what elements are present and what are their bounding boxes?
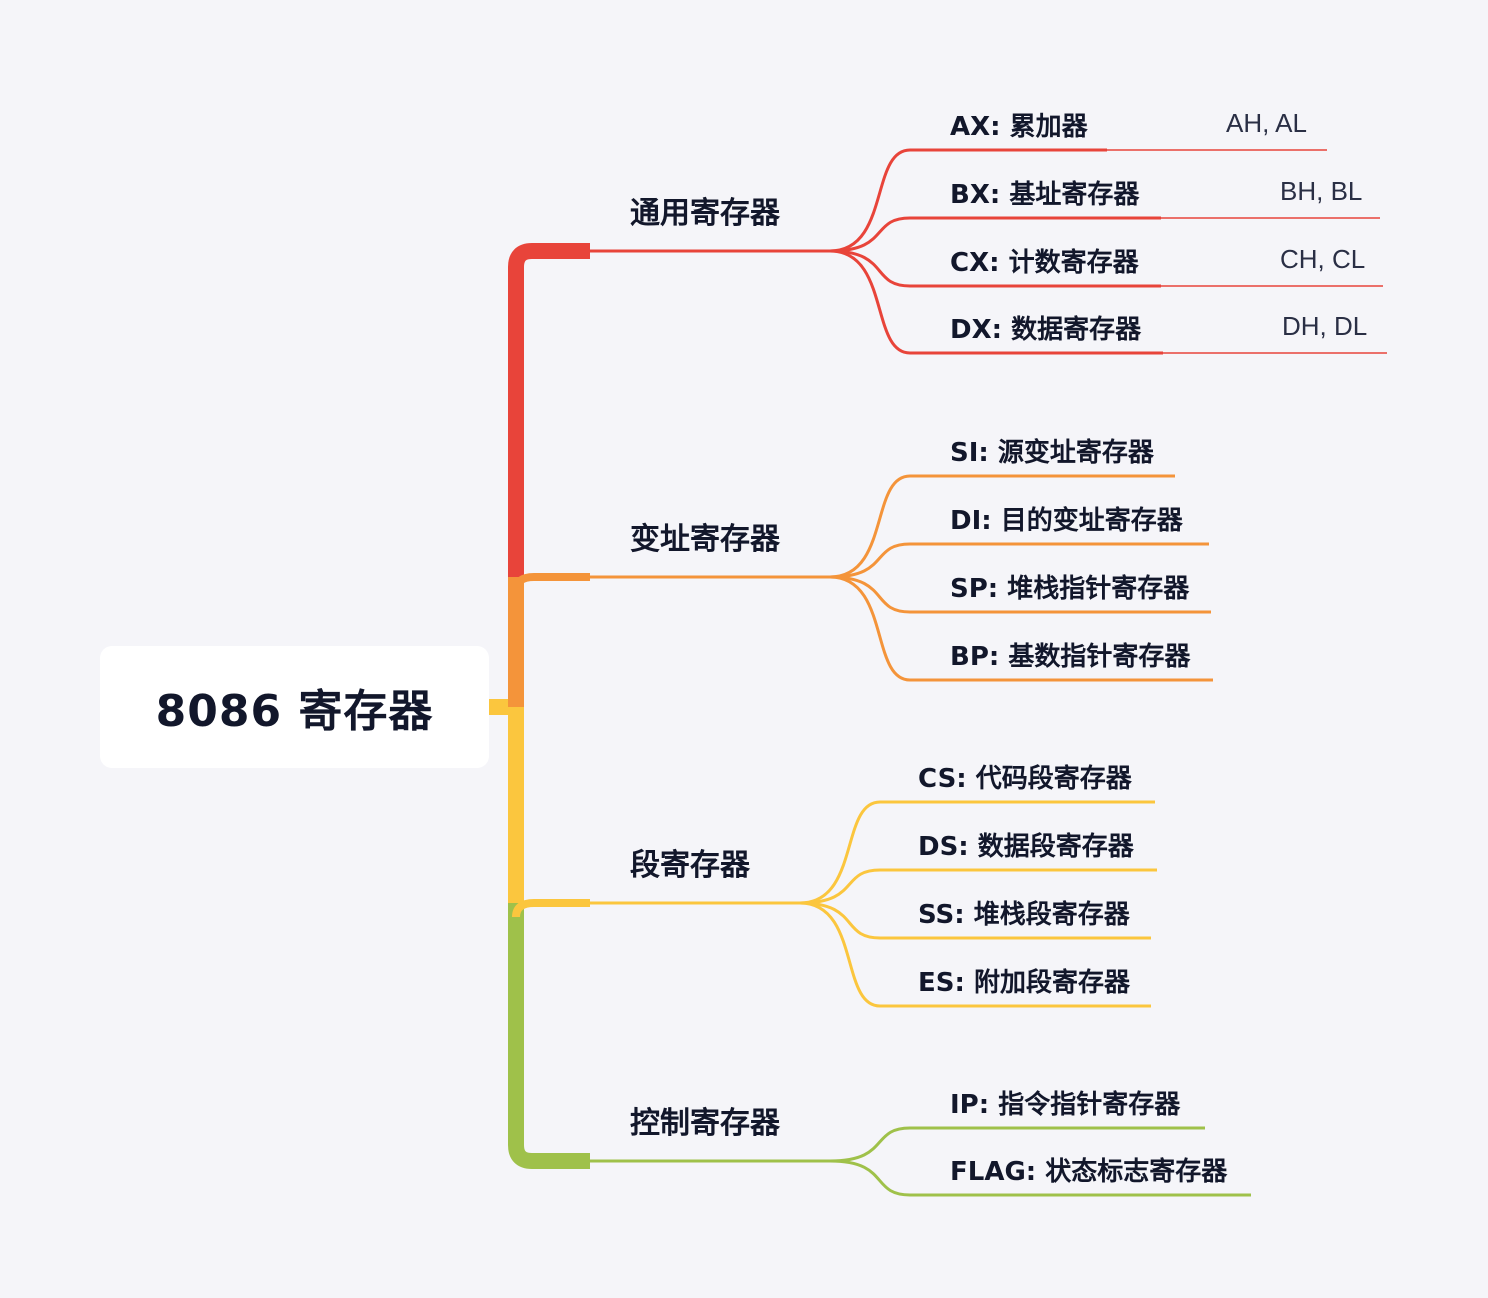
register-desc: 源变址寄存器 [988, 438, 1154, 468]
leaf-node[interactable]: SP: 堆栈指针寄存器 [950, 568, 1189, 605]
register-desc: 数据寄存器 [1002, 315, 1142, 345]
register-desc: 堆栈指针寄存器 [998, 574, 1190, 604]
register-desc: 数据段寄存器 [968, 832, 1134, 862]
leaf-node[interactable]: DX: 数据寄存器 [950, 309, 1141, 346]
sub-registers[interactable]: BH, BL [1280, 176, 1363, 206]
leaf-line [829, 148, 1107, 253]
leaf-line [829, 542, 1209, 579]
register-name: FLAG: [950, 1157, 1037, 1187]
leaf-line [829, 1159, 1251, 1197]
register-name: BX: [950, 180, 1001, 210]
register-name: SS: [918, 900, 965, 930]
branch-label[interactable]: 变址寄存器 [630, 522, 780, 557]
leaf-line [829, 575, 1213, 682]
register-name: DI: [950, 506, 992, 536]
leaf-line [829, 575, 1211, 614]
leaf-line [799, 901, 1151, 1008]
branch-connector [512, 573, 590, 592]
register-name: DX: [950, 315, 1003, 345]
register-name: AX: [950, 112, 1001, 142]
branch-label[interactable]: 控制寄存器 [630, 1106, 780, 1141]
sub-registers[interactable]: CH, CL [1280, 244, 1366, 274]
branch-label[interactable]: 段寄存器 [630, 848, 750, 883]
branch-label[interactable]: 通用寄存器 [630, 196, 780, 231]
leaf-node[interactable]: BX: 基址寄存器 [950, 174, 1139, 211]
leaf-line [829, 249, 1161, 288]
trunk-segment [508, 903, 590, 1169]
leaf-line [829, 474, 1175, 579]
register-desc: 指令指针寄存器 [989, 1090, 1181, 1120]
register-desc: 累加器 [1000, 112, 1088, 142]
root-title: 8086 寄存器 [155, 686, 434, 737]
register-desc: 代码段寄存器 [966, 764, 1132, 794]
register-desc: 目的变址寄存器 [991, 506, 1183, 536]
trunk-segment [508, 243, 590, 577]
leaf-line [799, 800, 1155, 905]
leaf-line [829, 1126, 1205, 1163]
register-name: BP: [950, 642, 1000, 672]
leaf-line [799, 868, 1157, 905]
leaf-node[interactable]: ES: 附加段寄存器 [918, 962, 1130, 999]
register-desc: 基址寄存器 [1000, 180, 1140, 210]
register-name: SP: [950, 574, 999, 604]
register-name: IP: [950, 1090, 990, 1120]
leaf-node[interactable]: SS: 堆栈段寄存器 [918, 894, 1130, 931]
leaf-node[interactable]: CX: 计数寄存器 [950, 242, 1139, 279]
leaf-node[interactable]: BP: 基数指针寄存器 [950, 636, 1190, 673]
sub-registers[interactable]: AH, AL [1226, 108, 1307, 138]
branch-connector [512, 899, 590, 918]
register-desc: 状态标志寄存器 [1036, 1157, 1228, 1187]
leaf-node[interactable]: CS: 代码段寄存器 [918, 758, 1132, 795]
leaf-node[interactable]: DS: 数据段寄存器 [918, 826, 1134, 863]
leaf-node[interactable]: SI: 源变址寄存器 [950, 432, 1154, 469]
sub-registers[interactable]: DH, DL [1282, 311, 1368, 341]
leaf-node[interactable]: DI: 目的变址寄存器 [950, 500, 1183, 537]
leaf-node[interactable]: FLAG: 状态标志寄存器 [950, 1151, 1227, 1188]
register-desc: 堆栈段寄存器 [964, 900, 1130, 930]
register-desc: 计数寄存器 [999, 248, 1139, 278]
leaf-node[interactable]: IP: 指令指针寄存器 [950, 1084, 1180, 1121]
leaf-line [829, 216, 1161, 253]
register-name: CX: [950, 248, 1000, 278]
register-desc: 附加段寄存器 [964, 968, 1130, 998]
register-name: CS: [918, 764, 967, 794]
register-name: SI: [950, 438, 989, 468]
leaf-line [829, 249, 1163, 355]
register-desc: 基数指针寄存器 [999, 642, 1191, 672]
leaf-node[interactable]: AX: 累加器 [950, 106, 1088, 143]
root-node[interactable]: 8086 寄存器 [100, 646, 489, 768]
register-name: DS: [918, 832, 969, 862]
leaf-line [799, 901, 1151, 940]
register-name: ES: [918, 968, 965, 998]
